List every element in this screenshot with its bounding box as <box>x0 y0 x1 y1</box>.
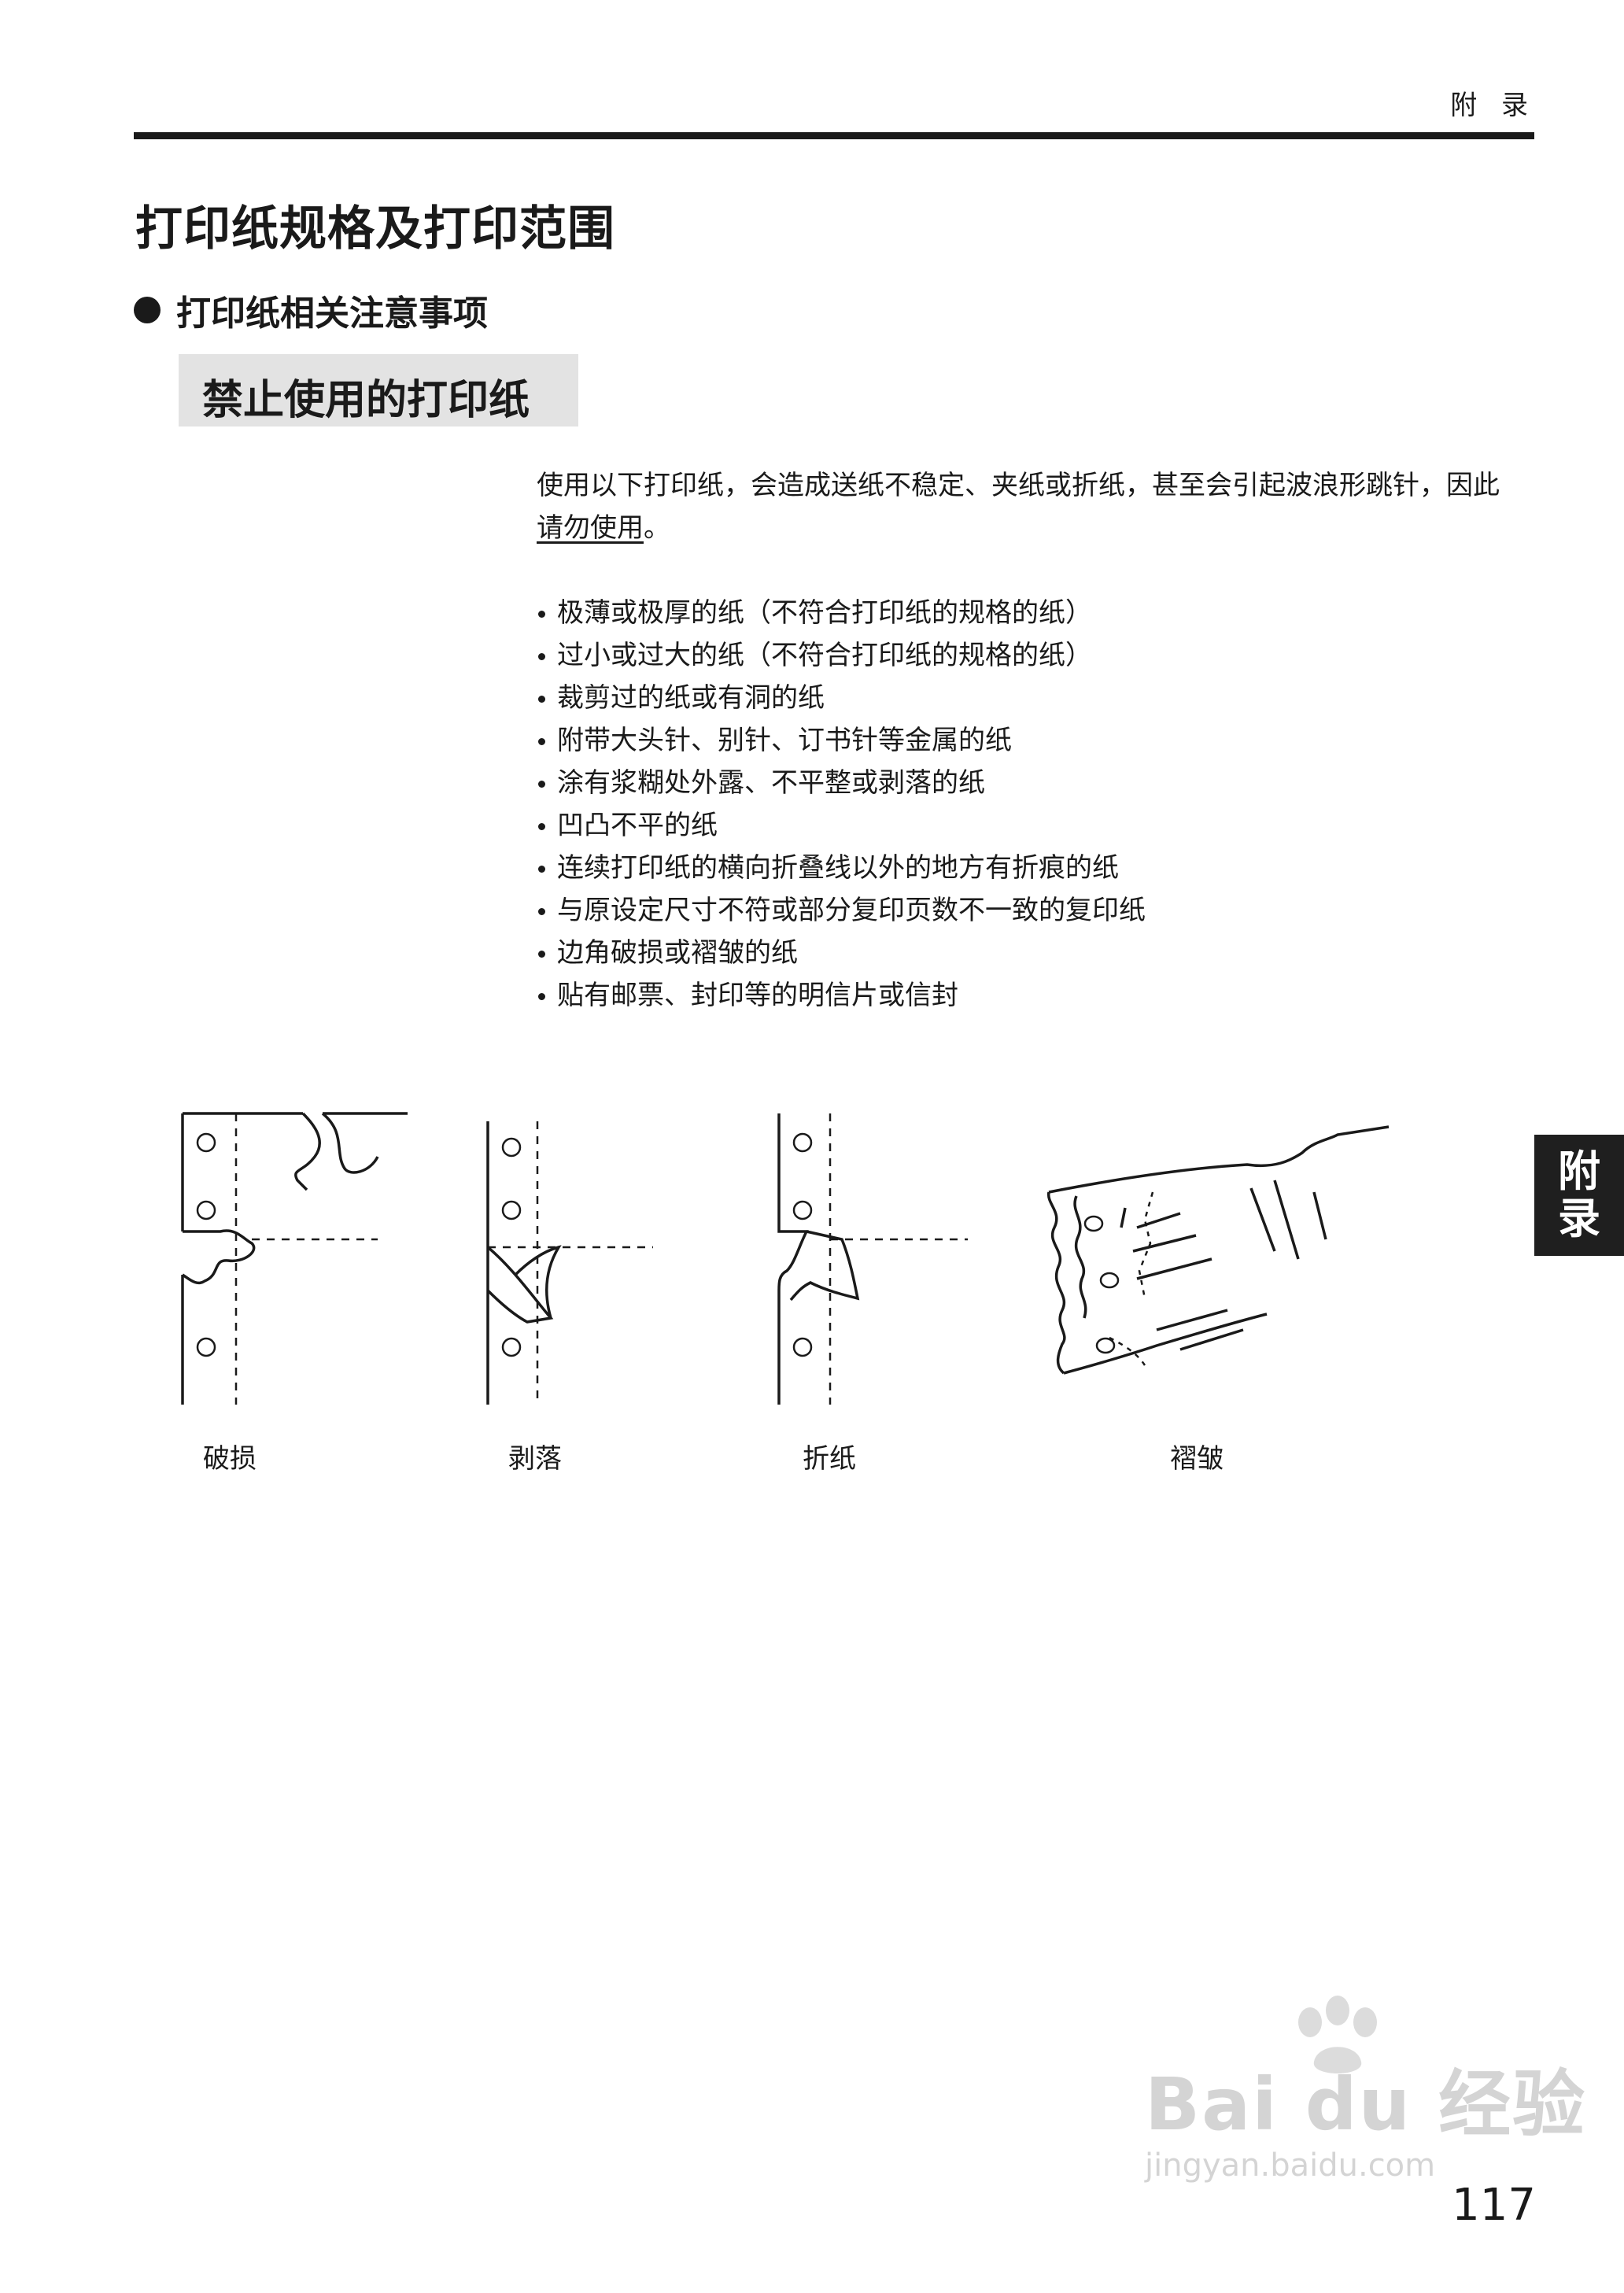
bullet-dot-icon <box>134 297 161 323</box>
watermark-url: jingyan.baidu.com <box>1145 2147 1436 2184</box>
figure-caption-wrinkled: 褶皱 <box>1170 1443 1224 1475</box>
intro-text: 使用以下打印纸，会造成送纸不稳定、夹纸或折纸，甚至会引起波浪形跳针，因此 <box>537 470 1500 501</box>
list-item: 极薄或极厚的纸（不符合打印纸的规格的纸） <box>537 592 1146 634</box>
torn-paper-illustration <box>181 1112 408 1405</box>
figure-caption-peeling: 剥落 <box>508 1443 562 1475</box>
list-item: 边角破损或褶皱的纸 <box>537 932 1146 974</box>
figure-caption-folded: 折纸 <box>803 1443 856 1475</box>
folded-paper-illustration <box>777 1113 968 1405</box>
list-item: 裁剪过的纸或有洞的纸 <box>537 677 1146 719</box>
list-item: 凹凸不平的纸 <box>537 804 1146 847</box>
list-item: 附带大头针、别针、订书针等金属的纸 <box>537 719 1146 762</box>
intro-paragraph: 使用以下打印纸，会造成送纸不稳定、夹纸或折纸，甚至会引起波浪形跳针，因此请勿使用… <box>537 464 1504 549</box>
paper-defect-illustrations <box>181 1112 1390 1405</box>
paw-logo-icon <box>1298 1996 1377 2073</box>
list-item: 过小或过大的纸（不符合打印纸的规格的纸） <box>537 634 1146 677</box>
header-section-label: 附 录 <box>1450 90 1536 121</box>
prohibited-paper-list: 极薄或极厚的纸（不符合打印纸的规格的纸） 过小或过大的纸（不符合打印纸的规格的纸… <box>537 592 1146 1017</box>
page-number: 117 <box>1452 2180 1536 2231</box>
section-heading: 打印纸相关注意事项 <box>134 285 488 335</box>
side-tab-appendix: 附 录 <box>1534 1135 1624 1256</box>
list-item: 贴有邮票、封印等的明信片或信封 <box>537 974 1146 1017</box>
intro-end: 。 <box>644 512 670 544</box>
list-item: 与原设定尺寸不符或部分复印页数不一致的复印纸 <box>537 889 1146 932</box>
intro-emphasis: 请勿使用 <box>537 512 644 544</box>
side-tab-line1: 附 <box>1558 1146 1600 1196</box>
list-item: 涂有浆糊处外露、不平整或剥落的纸 <box>537 762 1146 804</box>
sub-heading-box: 禁止使用的打印纸 <box>179 354 578 426</box>
baidu-watermark: Bai du 经验 jingyan.baidu.com <box>1145 1996 1587 2184</box>
header-rule <box>134 132 1534 139</box>
peeling-paper-illustration <box>486 1121 653 1405</box>
wrinkled-paper-illustration <box>1047 1125 1390 1375</box>
watermark-brand: Bai du 经验 <box>1145 2062 1587 2147</box>
section-heading-text: 打印纸相关注意事项 <box>176 294 488 334</box>
page-title: 打印纸规格及打印范围 <box>135 201 615 257</box>
figure-caption-torn: 破损 <box>203 1443 257 1475</box>
side-tab-line2: 录 <box>1558 1194 1600 1243</box>
sub-heading: 禁止使用的打印纸 <box>202 377 530 424</box>
list-item: 连续打印纸的横向折叠线以外的地方有折痕的纸 <box>537 847 1146 889</box>
